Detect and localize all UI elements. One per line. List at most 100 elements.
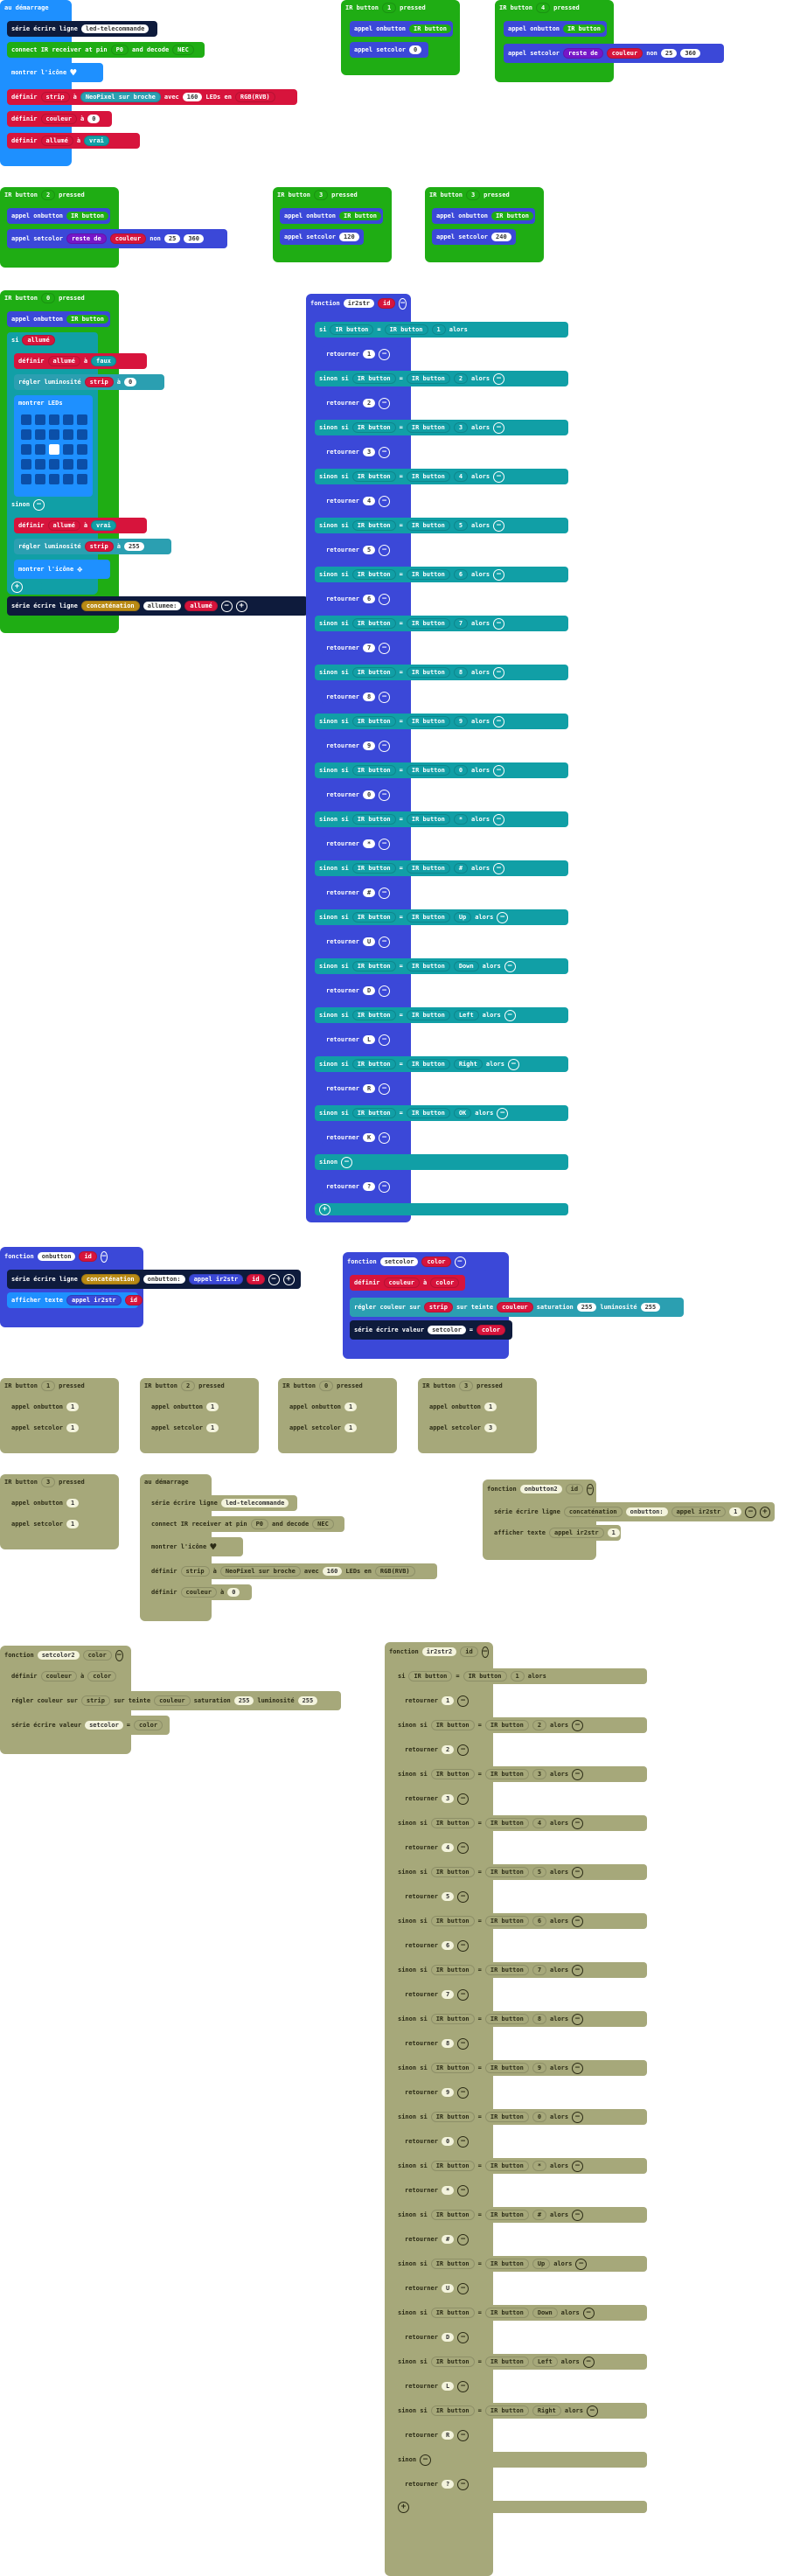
num-literal[interactable]: 25 [163,234,181,243]
num-literal[interactable]: 255 [233,1696,254,1705]
code-dropdown[interactable]: 2 [453,373,469,384]
minus-icon[interactable]: − [493,666,505,679]
minus-icon[interactable]: − [457,1841,470,1854]
return-value[interactable]: 6 [362,595,376,603]
pin-dropdown[interactable]: P0 [110,45,129,55]
pin-dropdown[interactable]: P0 [250,1519,269,1529]
remainder-block[interactable]: reste de [563,48,603,59]
num-literal[interactable]: 360 [184,234,204,243]
num-literal[interactable]: 255 [297,1696,318,1705]
call-reporter[interactable]: appel ir2str [188,1274,244,1285]
ir-button-arg[interactable]: IR button [339,212,381,220]
num-literal[interactable]: 255 [123,542,144,551]
ir-code-reporter[interactable]: IR button [406,863,450,874]
minus-icon[interactable]: − [115,1649,123,1661]
code-dropdown[interactable]: 4 [453,471,469,482]
neopixel-create[interactable]: NeoPixel sur broche [219,1566,301,1577]
code-dropdown[interactable]: 0 [453,765,469,776]
ir-code-reporter[interactable]: IR button [406,912,450,922]
minus-icon[interactable]: − [457,2478,470,2490]
code-dropdown[interactable]: * [453,814,469,825]
ir-code-reporter[interactable]: IR button [463,1671,507,1681]
ir-button-reporter[interactable]: IR button [430,2014,475,2024]
num-literal[interactable]: 160 [322,1567,343,1576]
ir-button-arg[interactable]: IR button [491,212,533,220]
ir-code-reporter[interactable]: IR button [406,814,450,825]
text-literal[interactable]: onbutton: [625,1507,668,1516]
minus-icon[interactable]: − [572,2160,584,2172]
minus-icon[interactable]: − [572,2013,584,2025]
minus-icon[interactable]: − [379,691,391,703]
ir-button-reporter[interactable]: IR button [351,961,396,971]
param-reporter[interactable]: id [247,1274,265,1285]
return-value[interactable]: L [441,2382,455,2391]
return-value[interactable]: 1 [441,1696,455,1705]
minus-icon[interactable]: − [399,297,407,310]
ir-code-reporter[interactable]: IR button [484,2014,529,2024]
format-dropdown[interactable]: RGB(RVB) [234,92,275,102]
param-reporter[interactable]: color [430,1278,460,1288]
function-name[interactable]: onbutton2 [519,1485,562,1493]
code-dropdown[interactable]: # [453,863,469,874]
num-literal[interactable]: 1 [66,1499,80,1507]
ir-code-reporter[interactable]: IR button [406,716,450,727]
return-value[interactable]: 3 [441,1794,455,1803]
ir-code-reporter[interactable]: IR button [484,1965,529,1975]
minus-icon[interactable]: − [457,1890,470,1903]
minus-icon[interactable]: − [379,397,391,409]
ir-code-reporter[interactable]: IR button [406,765,450,776]
plus-icon[interactable]: + [282,1273,295,1285]
code-dropdown[interactable]: 5 [453,520,469,531]
ir-button-reporter[interactable]: IR button [408,1671,453,1681]
num-literal[interactable]: 25 [660,49,678,58]
minus-icon[interactable]: − [493,470,505,483]
ir-code-reporter[interactable]: IR button [406,569,450,580]
plus-icon[interactable]: + [235,600,247,612]
else-row[interactable]: sinon− [7,497,98,512]
function-name[interactable]: setcolor2 [37,1651,80,1660]
ir-code-reporter[interactable]: IR button [406,961,450,971]
ir-button-reporter[interactable]: IR button [351,520,396,531]
num-literal[interactable]: 1 [607,1528,620,1537]
button-dropdown[interactable]: 0 [40,293,56,303]
return-value[interactable]: 6 [441,1941,455,1950]
minus-icon[interactable]: − [572,1768,584,1780]
num-literal[interactable]: 0 [87,115,101,123]
code-dropdown[interactable]: 9 [532,2063,547,2073]
minus-icon[interactable]: − [379,593,391,605]
return-value[interactable]: 1 [362,350,376,359]
minus-icon[interactable]: − [457,2037,470,2050]
minus-icon[interactable]: − [379,1034,391,1046]
ir-button-reporter[interactable]: IR button [430,1769,475,1779]
return-value[interactable]: ? [441,2480,455,2489]
ir-button-reporter[interactable]: IR button [351,1059,396,1069]
ir-code-reporter[interactable]: IR button [384,324,428,335]
var-reporter[interactable]: strip [84,377,114,387]
minus-icon[interactable]: − [745,1506,756,1518]
